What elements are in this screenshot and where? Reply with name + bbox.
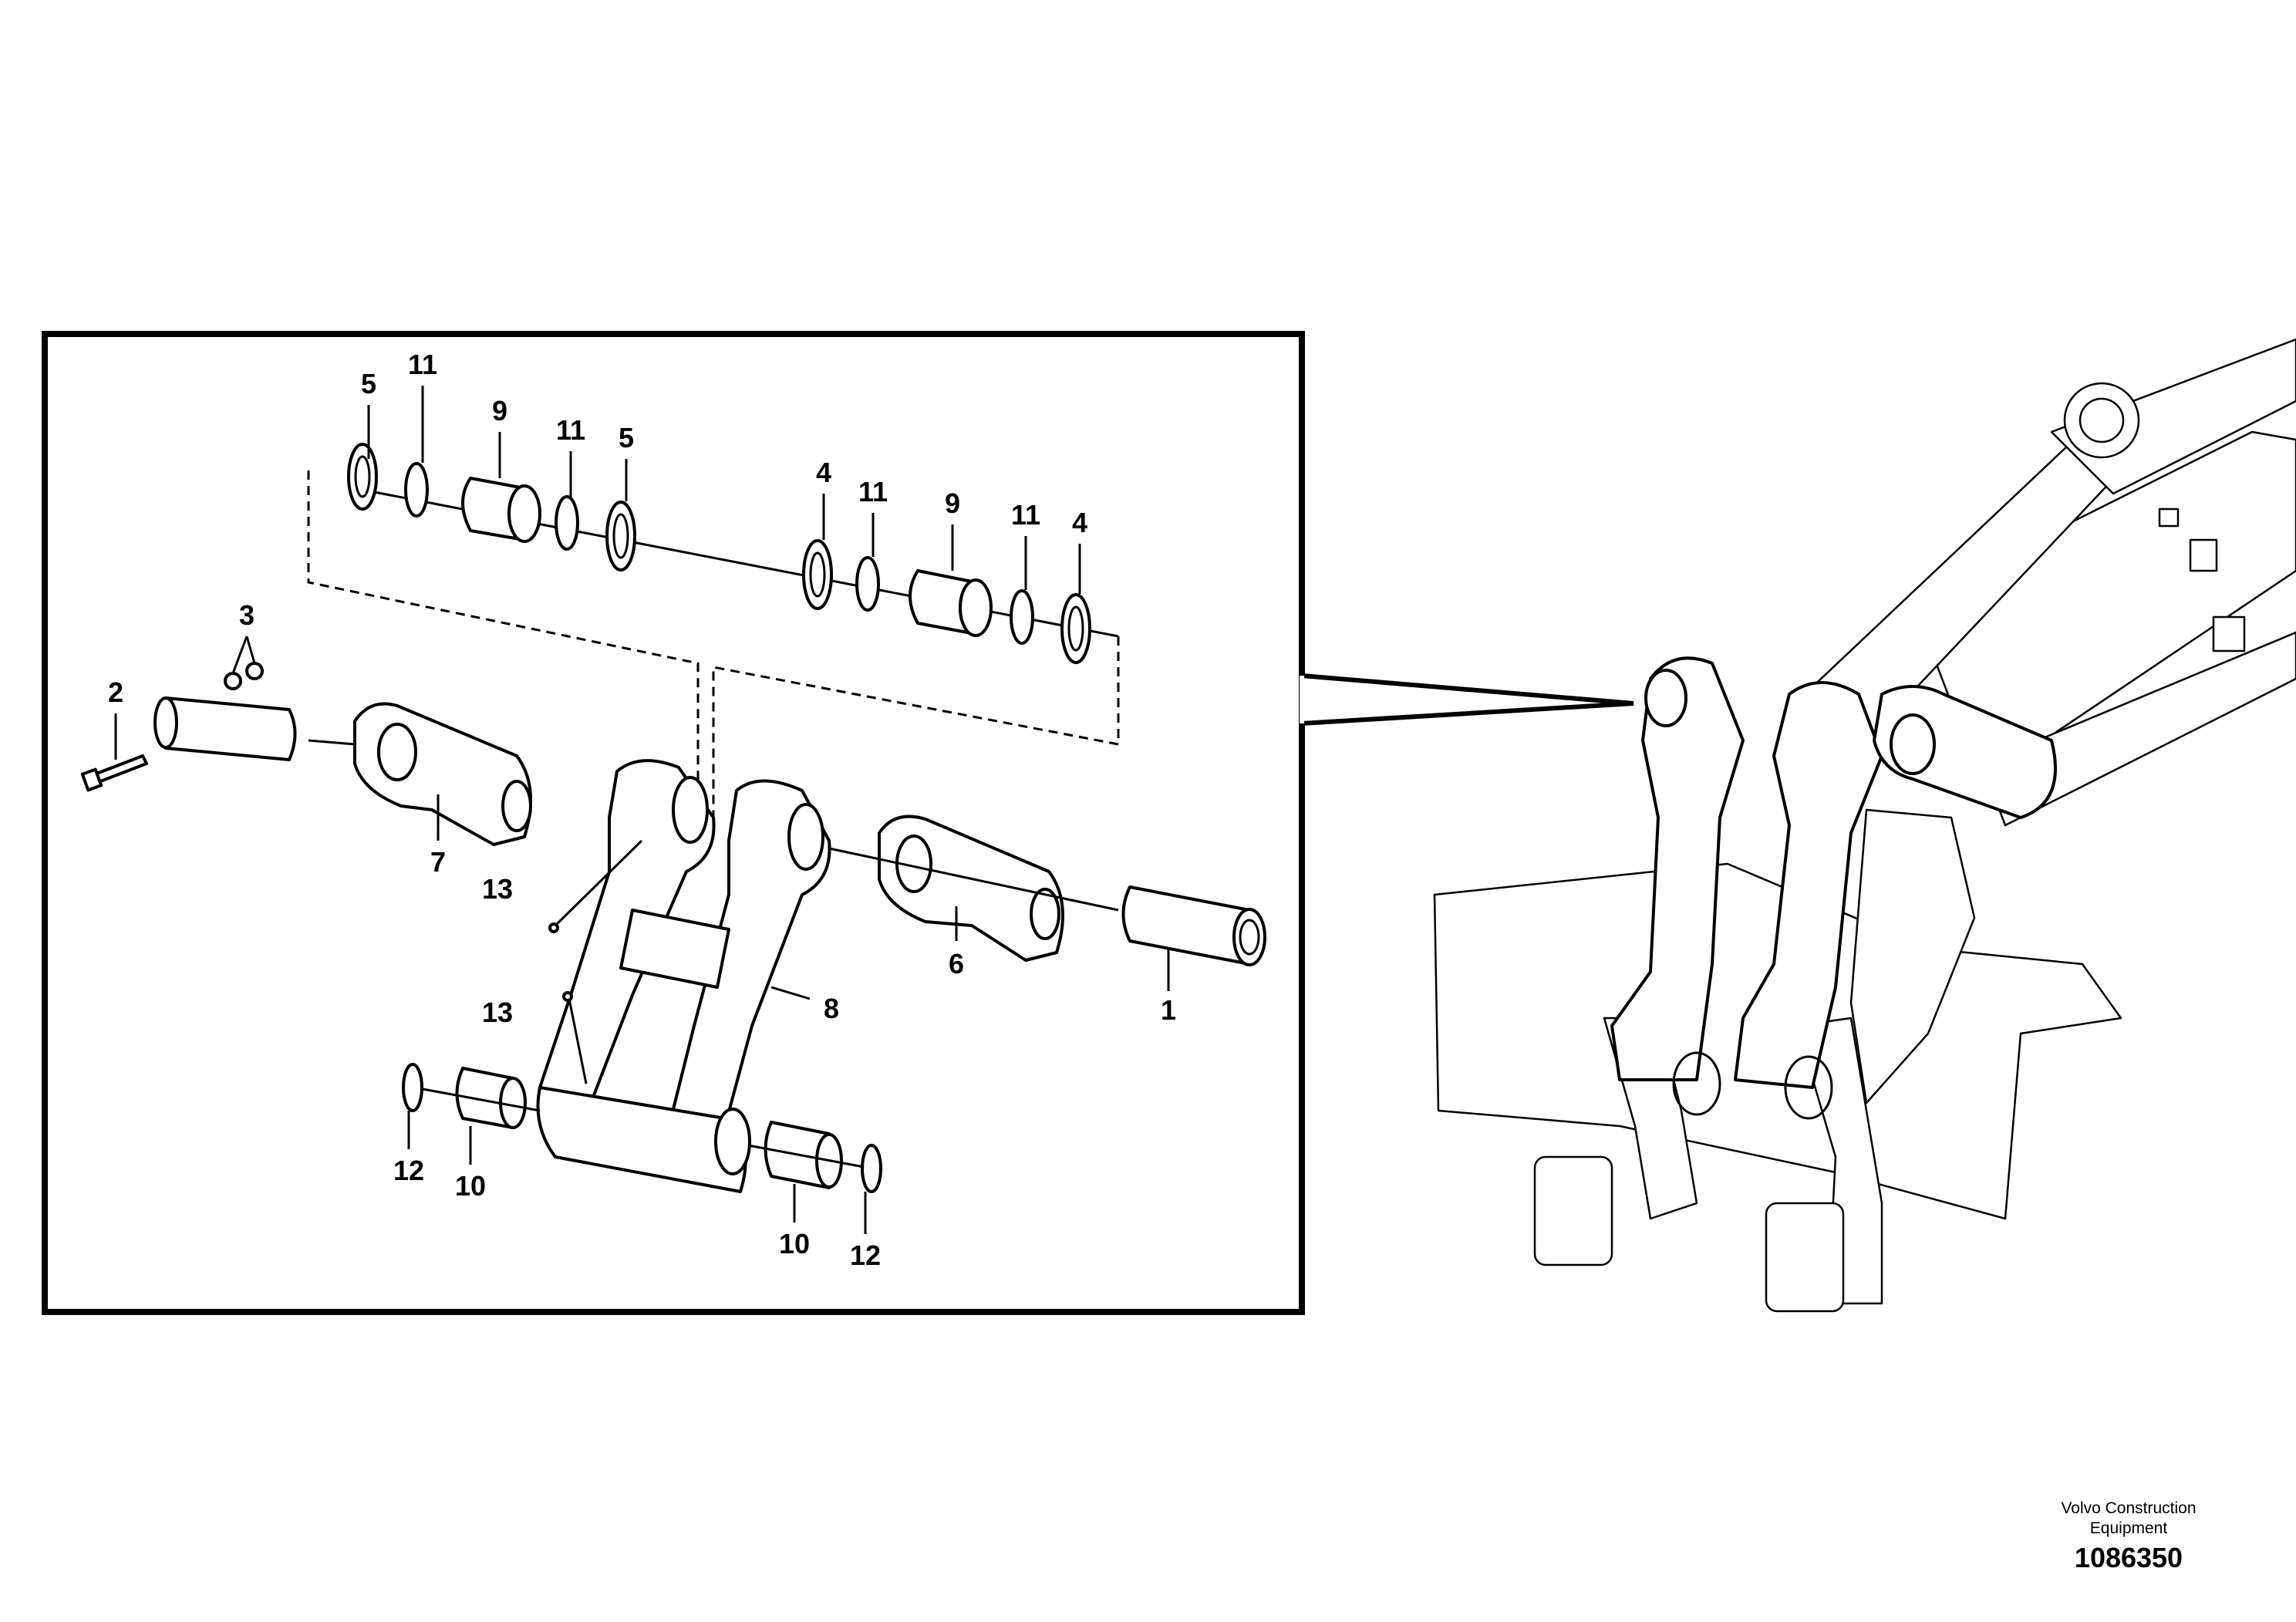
callout-12-left: 12 [393,1155,424,1186]
boom-bracket-a [2158,508,2180,528]
dashed-assembly-line-left [307,470,700,833]
shim-4-right [1060,593,1091,664]
exploded-parts [80,386,1266,1234]
callout-4-upper-left: 4 [816,457,831,488]
lever-7 [353,702,532,846]
pin-3-housing [158,696,297,761]
callout-9-upper-left: 9 [492,395,507,427]
grease-fitting-13a [548,922,559,933]
drawing-footer: Volvo Construction Equipment 1086350 [2061,1499,2196,1573]
bucket-tooth-right [1765,1202,1845,1313]
callout-13-upper: 13 [482,873,513,905]
boom-bracket-c [2212,615,2246,653]
seal-ring-11-c [855,556,880,612]
grease-nipple-3a [224,672,242,690]
callout-11-upper-a: 11 [408,349,437,380]
callout-1: 1 [1161,994,1176,1026]
bucket-tooth-left [1533,1155,1613,1266]
shim-4-left [802,539,833,610]
callout-11-upper-d: 11 [1011,499,1040,531]
seal-ring-11-a [404,462,429,518]
callout-6: 6 [949,948,964,980]
seal-ring-11-b [555,495,579,551]
detail-frame [42,331,1305,1315]
bucket-hinge-plate [1849,808,1976,1104]
callout-9-upper-right: 9 [945,487,960,519]
zoom-pointer [1300,673,1634,727]
link-8-cross-member [619,909,730,989]
grease-fitting-13b [562,991,573,1002]
boom-bracket-b [2189,538,2218,572]
callout-12-right: 12 [850,1239,881,1271]
callout-10-left: 10 [455,1170,486,1202]
callout-10-right: 10 [779,1228,810,1259]
bolt-2 [91,754,148,784]
callout-8: 8 [824,993,839,1024]
overview-link-left [1610,656,1745,1081]
callout-13-lower: 13 [482,996,513,1028]
company-name-line1: Volvo Construction [2061,1499,2196,1517]
overview-link-right [1734,681,1883,1089]
callout-11-upper-b: 11 [556,414,585,446]
shim-5-right [605,501,636,572]
seal-ring-12-right [861,1144,882,1193]
seal-ring-11-d [1010,589,1034,645]
overview-assembly [1433,338,2296,1313]
grease-nipple-3b [245,662,264,680]
callout-2: 2 [108,676,123,708]
callout-5-upper-right: 5 [619,422,634,454]
callout-labels: 5 11 9 11 5 4 11 9 11 4 3 2 7 13 13 8 6 … [108,349,1176,1271]
callout-3: 3 [239,599,255,631]
lower-shaft-centerline [828,847,1119,912]
callout-7: 7 [430,846,446,878]
company-name-line2: Equipment [2090,1519,2168,1537]
shim-5-left [347,443,378,511]
drawing-number: 1086350 [2075,1542,2183,1573]
bucket-ear-right [1795,1017,1883,1305]
callout-4-upper-right: 4 [1072,507,1087,538]
seal-ring-12-left [402,1063,423,1112]
callout-11-upper-c: 11 [858,476,888,508]
callout-5-upper-left: 5 [361,368,376,400]
dashed-assembly-line-right [712,636,1120,833]
